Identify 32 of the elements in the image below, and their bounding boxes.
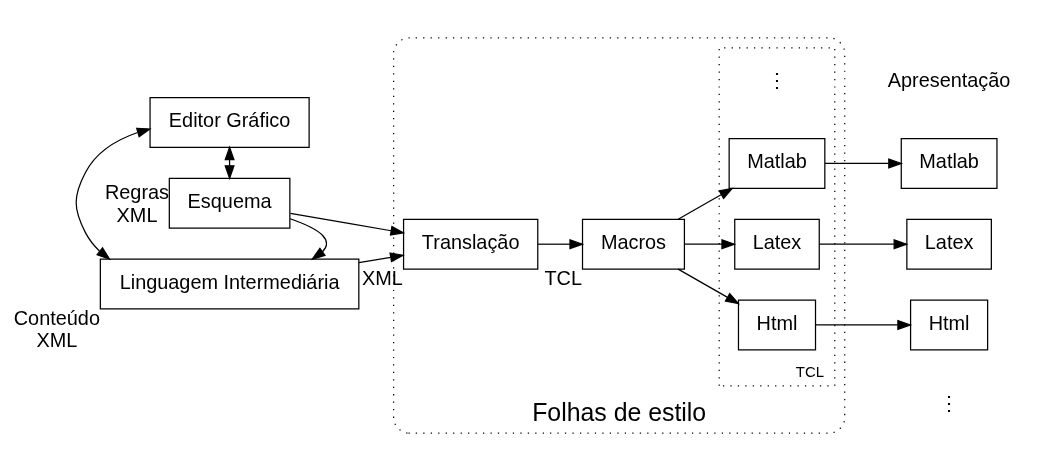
arrow <box>75 127 152 260</box>
label: ⋮ <box>766 68 787 91</box>
node-box: Translação <box>402 218 539 270</box>
arrow <box>824 157 904 169</box>
node-box: Html <box>909 299 989 350</box>
arrow <box>289 212 406 236</box>
arrow <box>677 267 740 304</box>
node-box: Esquema <box>168 177 291 229</box>
node-box: Matlab <box>900 137 998 189</box>
arrow <box>224 144 235 180</box>
node-label: TCL <box>795 363 825 380</box>
node-box: Macros <box>581 218 686 270</box>
arrow <box>677 186 734 220</box>
node-box: Latex <box>734 218 820 270</box>
label: Apresentação <box>887 68 1011 91</box>
arrow <box>683 238 737 249</box>
arrow <box>289 217 328 260</box>
node-label: XML <box>36 328 78 351</box>
node-box: Linguagem Intermediária <box>99 258 360 309</box>
node-box: Html <box>737 299 817 350</box>
node-label: TCL <box>544 266 583 289</box>
arrow <box>537 238 585 249</box>
arrow <box>815 319 913 330</box>
node-box: Latex <box>906 218 992 270</box>
arrow <box>358 251 405 263</box>
node-label: Regras <box>104 180 170 203</box>
arrow <box>818 238 909 249</box>
label: ⋮ <box>939 391 960 414</box>
node-label: XML <box>116 203 158 226</box>
node-label: Conteúdo <box>13 306 100 329</box>
node-box: Matlab <box>728 137 826 189</box>
node-box: Editor Gráfico <box>149 96 310 148</box>
